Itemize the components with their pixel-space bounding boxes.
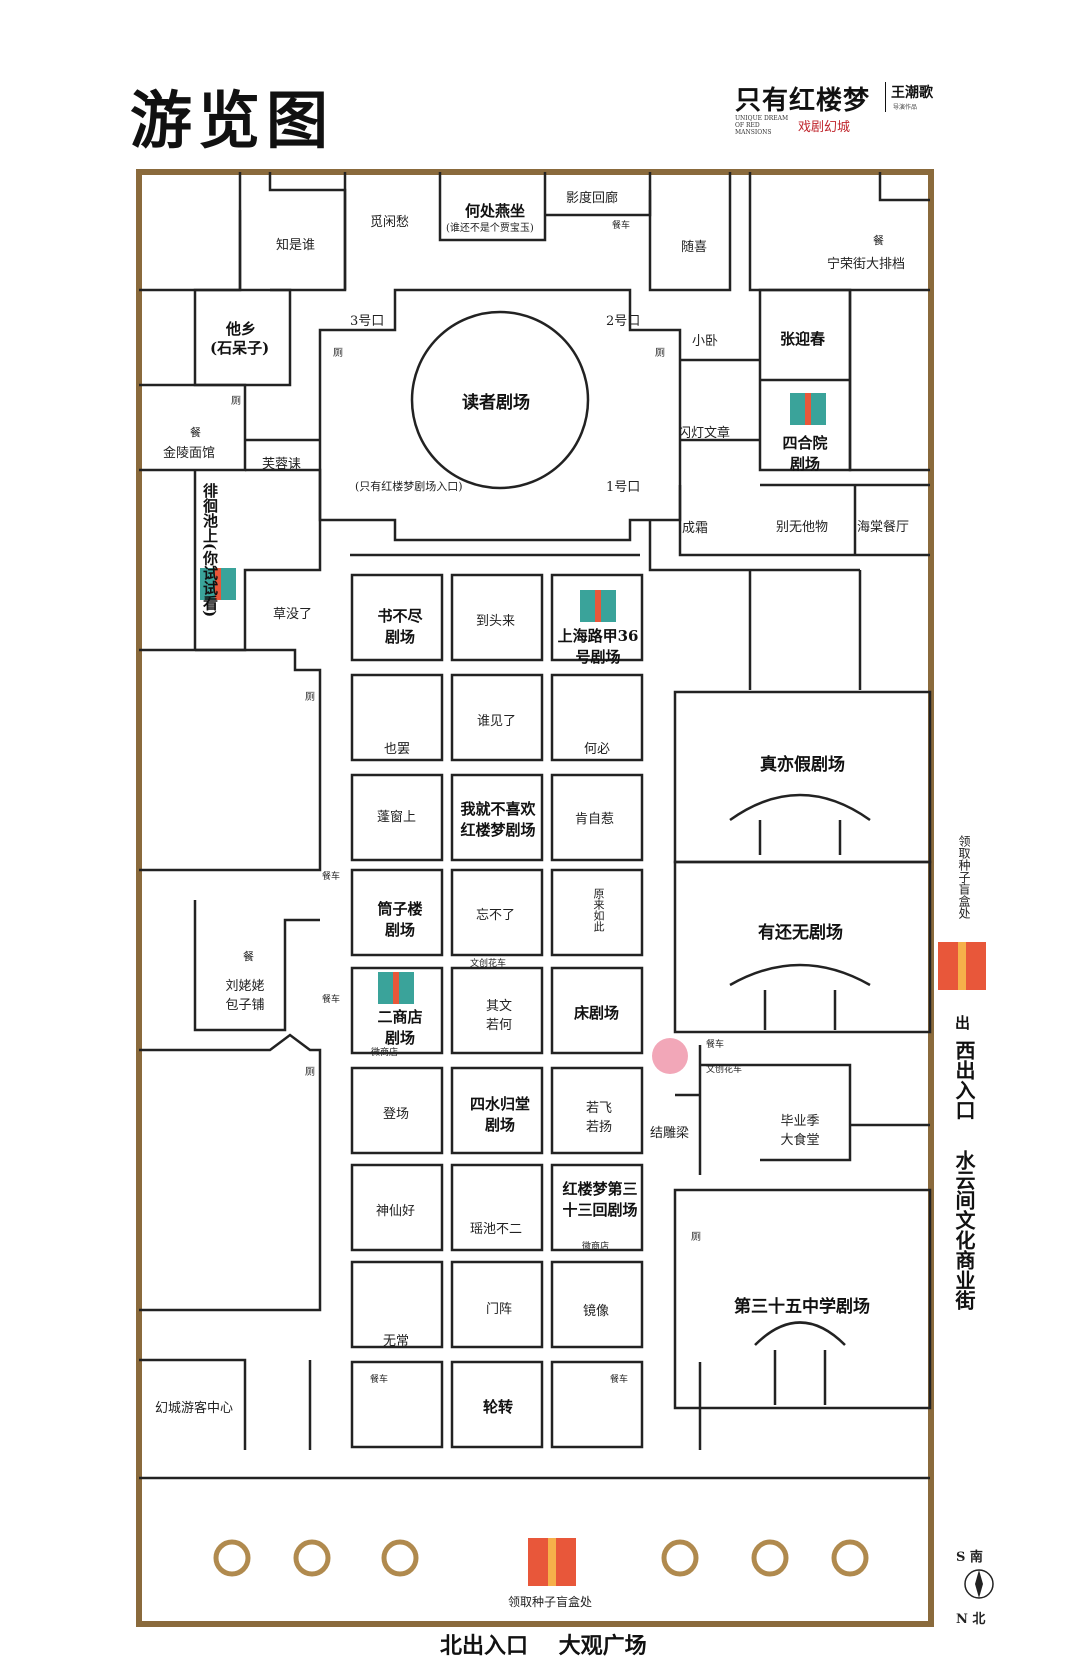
compass-north: N 北 [956, 1612, 986, 1627]
dining-marker-2: 餐 [873, 234, 884, 247]
restroom-marker-3: 厕 [655, 348, 665, 359]
area-tongzilou: 筒子楼剧场 [377, 900, 423, 939]
area-yuanlairuci: 原来如此 [592, 888, 605, 932]
area-zhenyijia: 真亦假剧场 [760, 755, 845, 775]
area-jiediaoliang: 结雕梁 [650, 1126, 690, 1141]
food-cart-1: 餐车 [612, 221, 631, 231]
area-jingxiang: 镜像 [583, 1304, 610, 1319]
area-chengshuang: 成霜 [682, 521, 709, 536]
area-yeba: 也罢 [384, 742, 411, 757]
area-shandengwenzhang: 闪灯文章 [678, 426, 731, 441]
area-siheyuan: 四合院剧场 [782, 434, 828, 473]
logo-author: 王潮歌 [891, 85, 933, 101]
restroom-marker-5: 厕 [305, 1067, 315, 1078]
area-dengchang: 登场 [383, 1107, 410, 1122]
food-cart-4: 餐车 [706, 1040, 725, 1050]
north-exit-label: 北出入口 [440, 1633, 529, 1659]
food-cart-5: 餐车 [370, 1375, 389, 1385]
micro-shop-label-1: 微商店 [371, 1048, 399, 1058]
area-yaochibuer: 瑶池不二 [470, 1222, 523, 1237]
area-zhongxue35: 第三十五中学剧场 [734, 1297, 870, 1317]
area-chuangjuchang: 床剧场 [574, 1004, 620, 1022]
area-kenzire: 肯自惹 [575, 812, 615, 827]
west-exit-label: 西出入口 [952, 1040, 976, 1120]
area-hechuyanzuo: 何处燕坐 [465, 202, 526, 220]
logo-main: 只有红楼梦 [735, 86, 871, 116]
area-hlm33: 红楼梦第三十三回剧场 [562, 1180, 638, 1219]
area-liulaolao: 刘姥姥包子铺 [225, 979, 265, 1013]
micro-shop-label-2: 微商店 [582, 1242, 610, 1252]
area-shanghai36: 上海路甲36号剧场 [557, 627, 639, 666]
area-shenxianhao: 神仙好 [376, 1204, 416, 1219]
area-youhuanwu: 有还无剧场 [758, 923, 843, 943]
area-biewutawu: 别无他物 [776, 520, 829, 535]
plaza-label: 大观广场 [558, 1633, 647, 1659]
food-cart-3: 餐车 [322, 995, 341, 1005]
compass-needle-icon [964, 1569, 994, 1599]
area-hebi: 何必 [584, 742, 611, 757]
area-biyeji: 毕业季大食堂 [780, 1114, 820, 1148]
area-jinlingmianguan: 金陵面馆 [163, 446, 216, 461]
compass: S 南 N 北 [950, 1546, 1010, 1627]
gate-1: 1号口 [606, 480, 641, 495]
restroom-marker-6: 厕 [691, 1232, 701, 1243]
area-youkezhongxin: 幻城游客中心 [155, 1401, 234, 1416]
map-title: 游览图 [130, 84, 335, 157]
area-shubujin: 书不尽剧场 [377, 607, 423, 646]
area-haitangcanting: 海棠餐厅 [857, 520, 910, 535]
area-hechuyanzuo-note: (谁还不是个贾宝玉) [446, 223, 534, 234]
area-ningrongjie: 宁荣街大排档 [827, 257, 906, 272]
area-xiaowo: 小卧 [692, 334, 719, 349]
area-daotoulai: 到头来 [476, 614, 516, 629]
area-wangbuliao: 忘不了 [476, 908, 516, 923]
area-suixi: 随喜 [681, 240, 708, 255]
wenchuang-cart-1: 文创花车 [470, 959, 507, 969]
compass-south: S 南 [956, 1550, 983, 1565]
area-taxiang-note: (石呆子) [210, 339, 270, 357]
restroom-marker-1: 厕 [231, 396, 241, 407]
area-wojiubuxihuan: 我就不喜欢红楼梦剧场 [460, 800, 536, 839]
area-taxiang: 他乡 [226, 320, 257, 338]
logo-en: UNIQUE DREAM OF RED MANSIONS [735, 115, 789, 136]
area-ruofeiruoyang: 若飞若扬 [585, 1101, 612, 1135]
dining-marker-1: 餐 [190, 426, 201, 439]
restroom-marker-2: 厕 [333, 348, 343, 359]
area-shuijianle: 谁见了 [477, 714, 517, 729]
gate-2: 2号口 [606, 314, 641, 329]
area-lunzhuan: 轮转 [483, 1398, 514, 1416]
area-zhishishui: 知是谁 [276, 238, 316, 253]
restroom-marker-4: 厕 [305, 692, 315, 703]
area-qiwenruohe: 其文若何 [485, 999, 512, 1033]
area-furonglei: 芙蓉诔 [262, 457, 302, 472]
gift-icons [200, 393, 986, 1586]
area-menzhen: 门阵 [486, 1302, 513, 1317]
main-entrance-label: (只有红楼梦剧场入口) [355, 480, 463, 493]
seed-box-right-label: 领取种子盲盒处 [957, 835, 971, 919]
food-cart-2: 餐车 [322, 872, 341, 882]
brand-logo: 只有红楼梦 UNIQUE DREAM OF RED MANSIONS 戏剧幻城 … [735, 80, 935, 140]
area-paihuai: 徘徊池上(你试试看) [201, 483, 219, 618]
food-cart-6: 餐车 [610, 1375, 629, 1385]
area-sishuiguitang: 四水归堂剧场 [470, 1095, 531, 1134]
street-label: 水云间文化商业街 [952, 1150, 976, 1310]
dining-marker-3: 餐 [243, 950, 254, 963]
wenchuang-cart-2: 文创花车 [706, 1065, 743, 1075]
logo-author-note: 导演作品 [893, 104, 918, 111]
area-duzhejuchang: 读者剧场 [462, 393, 530, 413]
area-ershangdian: 二商店剧场 [377, 1008, 423, 1047]
area-caomeile: 草没了 [273, 607, 313, 622]
footer-line: 北出入口 大观广场 [440, 1628, 647, 1660]
area-guanxianchou: 觅闲愁 [370, 215, 410, 230]
area-zhangyingchun: 张迎春 [780, 330, 826, 348]
seed-box-bottom-label: 领取种子盲盒处 [508, 1595, 593, 1609]
logo-sub: 戏剧幻城 [798, 120, 851, 135]
exit-mark-west: 出 [955, 1014, 971, 1032]
area-wuchang: 无常 [383, 1334, 410, 1349]
area-yingduhuilang: 影度回廊 [566, 191, 619, 206]
gate-3: 3号口 [350, 314, 385, 329]
area-pengchuangshang: 蓬窗上 [377, 810, 417, 825]
